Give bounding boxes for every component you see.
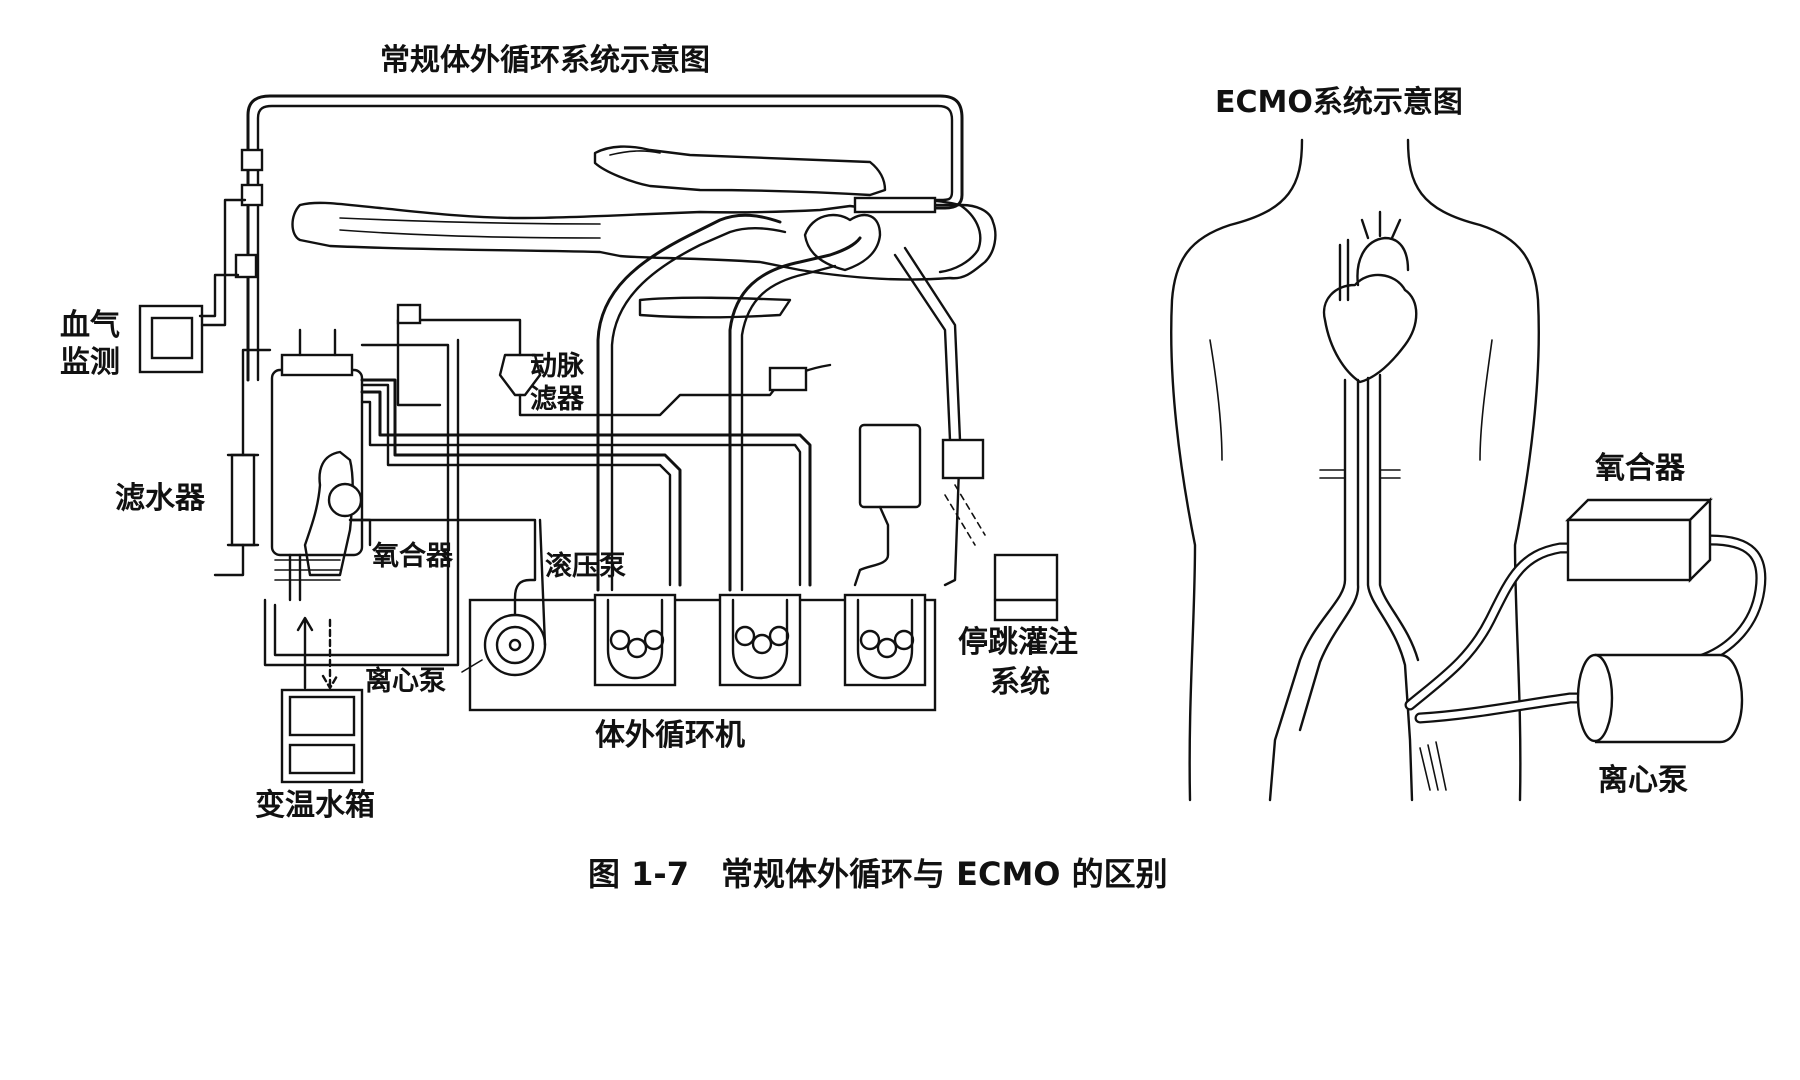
cpb-diagram: 常规体外循环系统示意图 血气 监测 [60,43,1078,823]
label-arterial-filter-2: 滤器 [530,384,585,415]
heart-vessels [1268,210,1447,802]
label-arterial-filter-1: 动脉 [530,351,585,382]
label-heater-cooler: 变温水箱 [255,788,375,823]
label-cpb-machine: 体外循环机 [595,718,745,753]
torso-outline [1170,138,1540,802]
centrifugal-pump-left [348,518,547,677]
label-roller-pump: 滚压泵 [545,550,626,582]
ecmo-diagram: ECMO系统示意图 [1170,85,1767,802]
label-centrifugal-pump-left: 离心泵 [365,665,446,697]
label-oxygenator-left: 氧合器 [371,540,454,572]
ecmo-title: ECMO系统示意图 [1215,85,1463,120]
ecmo-centrifugal-pump [1576,653,1744,744]
cpb-title: 常规体外循环系统示意图 [380,43,710,78]
roller-pump-1 [593,593,677,687]
label-centrifugal-pump-right: 离心泵 [1598,763,1688,798]
arterial-filter [396,303,832,417]
heater-cooler [263,338,460,784]
roller-pump-3 [843,593,927,687]
label-blood-gas-1: 血气 [60,308,120,343]
figure-caption: 图 1-7 常规体外循环与 ECMO 的区别 [588,855,1168,893]
cardioplegia-system [893,246,1059,622]
blood-gas-monitor [138,198,247,374]
hemofilter [213,348,272,577]
label-oxygenator-right: 氧合器 [1595,451,1686,486]
oxygenator-reservoir [270,328,372,602]
label-cardioplegia-2: 系统 [990,665,1050,700]
ecmo-oxygenator [1565,497,1713,583]
cardioplegia-bag [853,423,922,587]
cpb-machine [348,518,937,712]
label-hemofilter: 滤水器 [115,481,206,516]
label-blood-gas-2: 监测 [60,345,120,380]
patient-figure [291,145,997,319]
roller-pump-2 [718,593,802,687]
label-cardioplegia-1: 停跳灌注 [958,625,1078,660]
